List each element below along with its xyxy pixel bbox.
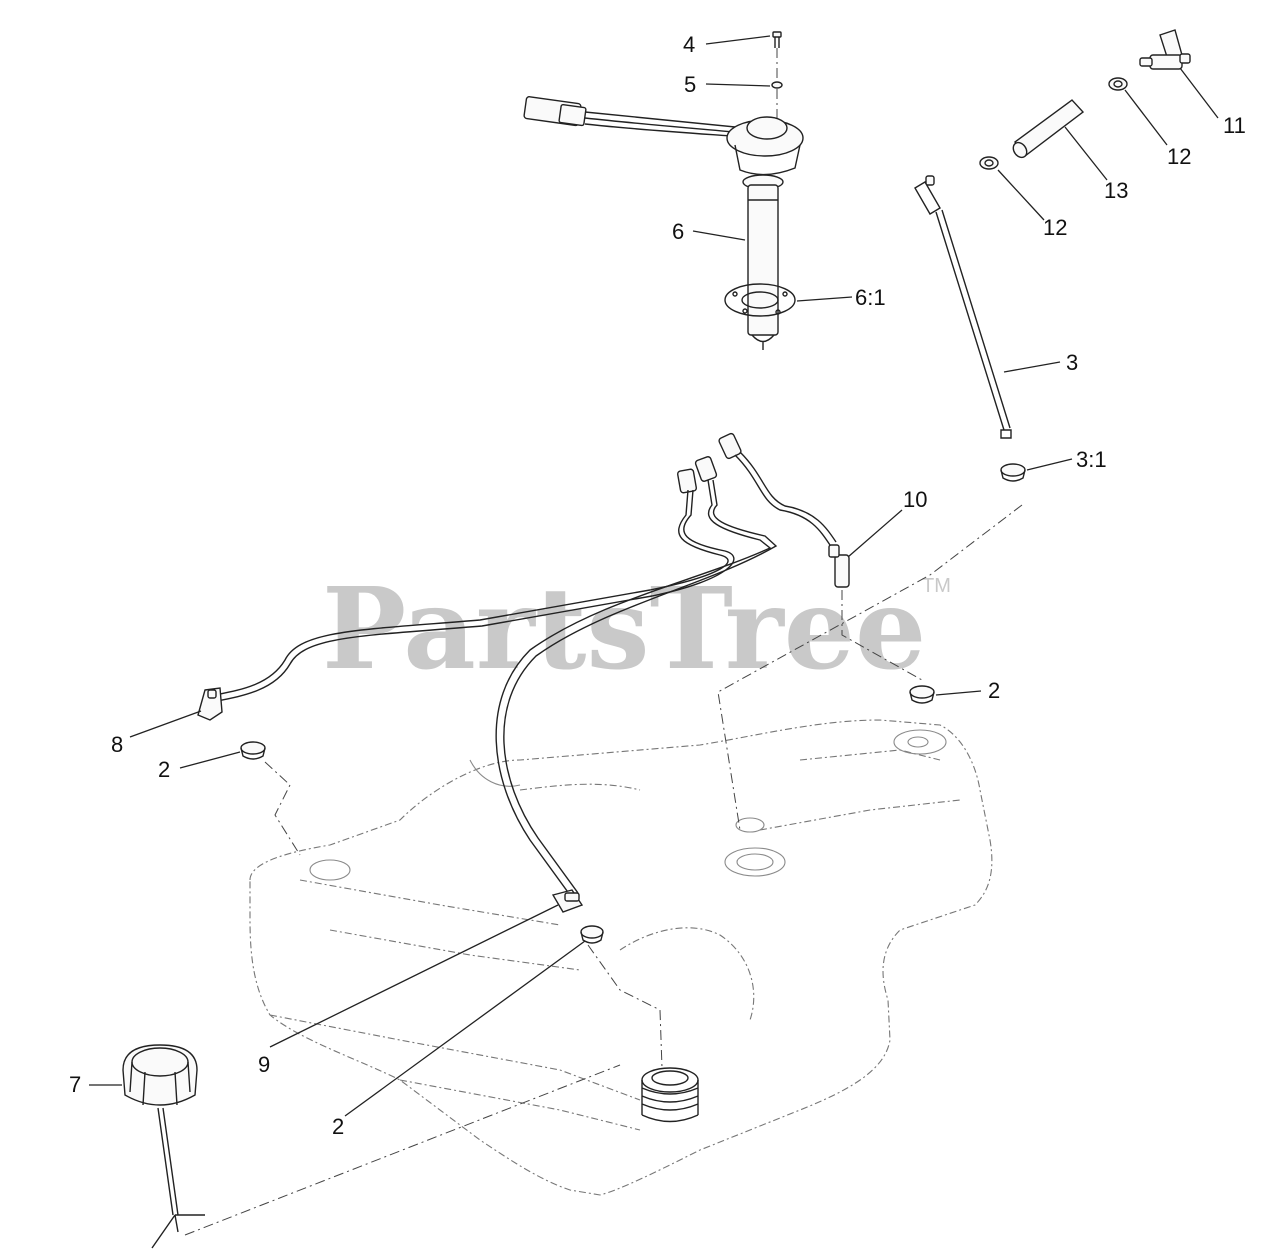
callout-2-right: 2	[988, 678, 1000, 703]
callout-labels: 4 5 6 6:1 3 3:1 10 11 12 12 13 2 2 2 8 9…	[69, 32, 1246, 1139]
fuel-pickup-tube	[914, 175, 1012, 439]
callout-9: 9	[258, 1052, 270, 1077]
callout-12-upper: 12	[1167, 144, 1191, 169]
fuel-hose	[1012, 99, 1085, 159]
pickup-grommet	[1000, 463, 1026, 482]
callout-3: 3	[1066, 350, 1078, 375]
fuel-tank	[249, 719, 993, 1196]
callout-7: 7	[69, 1072, 81, 1097]
vent-tee-fitting	[551, 889, 584, 913]
sender-gasket	[724, 283, 796, 317]
leader-lines	[89, 35, 1219, 1117]
vent-lines	[214, 432, 837, 896]
callout-8: 8	[111, 732, 123, 757]
fuel-sender	[523, 96, 804, 350]
grommet-left	[240, 741, 266, 760]
callout-11: 11	[1223, 113, 1246, 138]
grommet-center	[580, 925, 604, 944]
callout-6-1: 6:1	[855, 285, 886, 310]
watermark-trademark: TM	[922, 575, 951, 597]
fuel-cap	[122, 1044, 205, 1249]
hose-clamp-upper	[1108, 77, 1128, 91]
screw	[772, 31, 782, 48]
hose-clamp-lower	[979, 156, 999, 170]
vent-fitting	[828, 544, 850, 588]
assembly-lines	[184, 504, 1023, 1236]
callout-2-center: 2	[332, 1114, 344, 1139]
watermark-text: PartsTree	[322, 564, 926, 695]
callout-13: 13	[1104, 178, 1128, 203]
grommet-right	[909, 685, 935, 704]
callout-2-left: 2	[158, 757, 170, 782]
callout-3-1: 3:1	[1076, 447, 1107, 472]
filler-neck	[641, 1067, 699, 1123]
fuel-shutoff-valve	[1139, 29, 1191, 70]
vent-elbow-fitting	[197, 687, 223, 721]
callout-6: 6	[672, 219, 684, 244]
callout-4: 4	[683, 32, 695, 57]
callout-12-lower: 12	[1043, 215, 1067, 240]
callout-10: 10	[903, 487, 927, 512]
callout-5: 5	[684, 72, 696, 97]
washer	[771, 81, 783, 89]
